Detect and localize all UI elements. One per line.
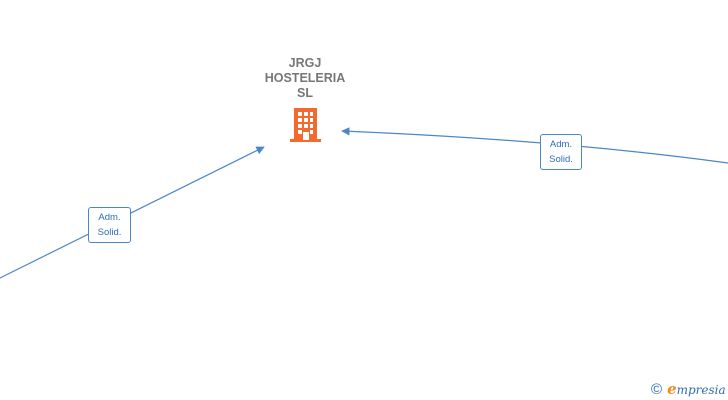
company-name-line-2: HOSTELERIA [264,71,346,85]
edge-label-right[interactable]: Adm. Solid. [540,134,582,170]
edge-label-left-line-1: Adm. [98,212,121,223]
company-name[interactable]: JRGJ HOSTELERIA SL [250,56,360,101]
edge-label-right-line-1: Adm. [549,139,573,150]
building-icon[interactable] [289,107,322,143]
company-name-line-3: SL [297,86,313,100]
brand-rest: mpresia [676,383,726,397]
edge-label-left[interactable]: Adm. Solid. [88,207,131,243]
brand-initial: e [667,380,677,398]
empresia-watermark[interactable]: © empresia [651,380,726,398]
edge-left-line[interactable] [0,146,265,279]
copyright-icon: © [651,380,663,398]
edge-right-line[interactable] [341,127,728,164]
company-name-line-1: JRGJ [288,56,322,70]
edge-label-right-line-2: Solid. [549,154,573,165]
brand-logo: empresia [667,380,726,398]
edge-label-left-line-2: Solid. [97,227,122,238]
